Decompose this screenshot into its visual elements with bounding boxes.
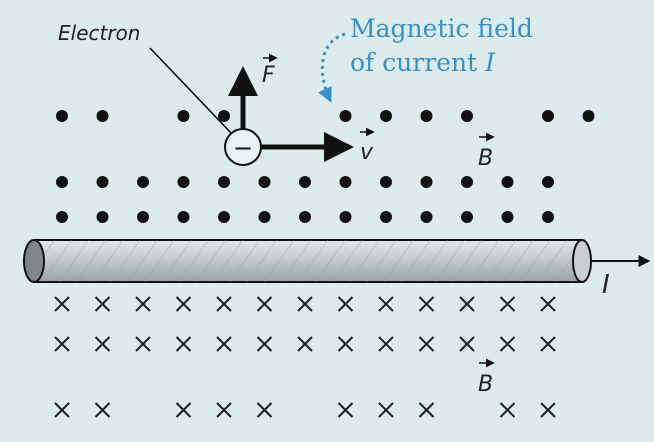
field-dot (461, 110, 473, 122)
field-cross (378, 402, 394, 418)
field-caption: Magnetic field of current I (350, 14, 533, 77)
field-cross (216, 336, 232, 352)
field-dot (461, 176, 473, 188)
field-dot (299, 211, 311, 223)
field-cross (216, 296, 232, 312)
field-dot (380, 176, 392, 188)
svg-text:B: B (478, 146, 493, 171)
field-dot (177, 211, 190, 223)
field-cross (175, 402, 192, 418)
field-dot (420, 211, 433, 223)
b-field-label-below: B (478, 358, 495, 397)
field-dot (542, 110, 554, 122)
field-dot (501, 176, 514, 188)
field-cross (418, 336, 435, 352)
current-label: I (602, 270, 610, 300)
field-cross (540, 336, 556, 352)
field-dot (420, 176, 433, 188)
field-dot (501, 211, 514, 223)
field-caption-line1: Magnetic field (350, 14, 533, 43)
electron-label: Electron (58, 21, 140, 45)
field-dot (542, 176, 554, 188)
field-dot (218, 211, 230, 223)
field-dot (177, 110, 190, 122)
field-dot (96, 211, 109, 223)
velocity-label: v (360, 127, 375, 165)
field-cross (135, 336, 151, 352)
field-dot (461, 211, 473, 223)
field-cross (499, 402, 516, 418)
field-dot (339, 110, 352, 122)
caption-pointer-arrow (318, 32, 346, 103)
current-carrying-wire (23, 239, 592, 283)
field-cross (337, 296, 354, 312)
b-field-label-above: B (478, 132, 495, 171)
field-dots-out-of-page (56, 110, 595, 223)
field-cross (54, 402, 70, 418)
field-dot (380, 211, 392, 223)
field-dot (137, 211, 149, 223)
field-cross (256, 296, 273, 312)
field-cross (175, 296, 192, 312)
field-cross (459, 296, 475, 312)
field-cross (337, 336, 354, 352)
field-dot (218, 176, 230, 188)
svg-text:v: v (360, 140, 374, 165)
field-cross (94, 336, 111, 352)
field-dot (177, 176, 190, 188)
field-dot (582, 110, 595, 122)
electron: − (224, 128, 262, 166)
field-caption-line2: of current I (350, 48, 496, 77)
field-cross (418, 402, 435, 418)
field-dot (380, 110, 392, 122)
field-cross (135, 296, 151, 312)
svg-text:F: F (262, 63, 275, 88)
field-cross (540, 296, 556, 312)
force-label: F (262, 53, 278, 88)
field-crosses-into-page (54, 296, 556, 418)
field-cross (54, 336, 70, 352)
field-dot (299, 176, 311, 188)
field-dot (96, 176, 109, 188)
field-dot (218, 110, 230, 122)
field-dot (420, 110, 433, 122)
field-cross (216, 402, 232, 418)
field-cross (499, 296, 516, 312)
field-cross (337, 402, 354, 418)
field-cross (499, 336, 516, 352)
field-cross (256, 336, 273, 352)
field-cross (94, 296, 111, 312)
field-dot (339, 176, 352, 188)
field-dot (258, 211, 271, 223)
field-cross (94, 402, 111, 418)
svg-text:I: I (602, 270, 610, 300)
field-dot (137, 176, 149, 188)
field-cross (378, 296, 394, 312)
svg-text:B: B (478, 372, 493, 397)
charge-sign: − (233, 134, 253, 162)
field-cross (540, 402, 556, 418)
electron-pointer (149, 47, 233, 135)
field-cross (418, 296, 435, 312)
field-cross (378, 336, 394, 352)
field-cross (175, 336, 192, 352)
field-dot (56, 211, 68, 223)
field-dot (56, 176, 68, 188)
field-dot (258, 176, 271, 188)
field-cross (297, 296, 313, 312)
field-dot (56, 110, 68, 122)
field-dot (339, 211, 352, 223)
field-cross (54, 296, 70, 312)
field-dot (542, 211, 554, 223)
field-cross (297, 336, 313, 352)
field-cross (256, 402, 273, 418)
field-dot (96, 110, 109, 122)
field-cross (459, 336, 475, 352)
